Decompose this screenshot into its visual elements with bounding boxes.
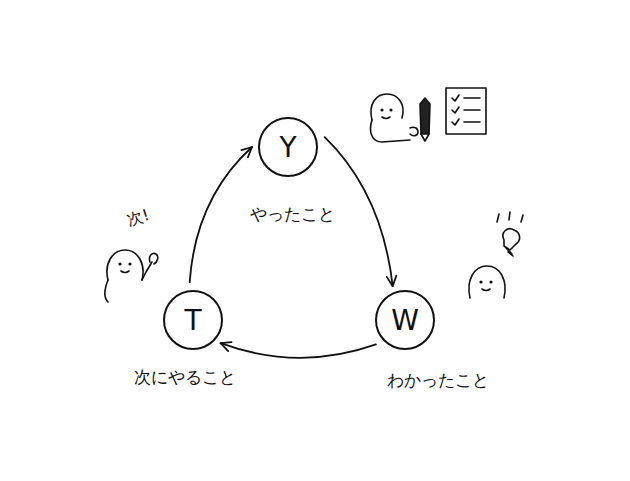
cycle-arrow [325,137,397,286]
arrow-line [190,147,252,282]
step-letter: Y [260,119,316,175]
cycle-circle: Wわかったこと [375,290,435,350]
writer-figure [370,88,486,142]
cycle-circle: Yやったこと [258,117,318,177]
idea-figure [469,212,523,298]
cycle-arrow [221,342,376,358]
arrow-line [325,137,393,286]
step-letter: W [377,292,433,348]
arrow-head [387,276,397,286]
exclaim-label: 次! [124,205,152,232]
step-caption: 次にやること [134,366,236,389]
step-caption: やったこと [250,203,335,226]
next-figure [105,250,158,302]
step-caption: わかったこと [387,369,489,392]
cycle-circle: T次にやること [163,290,223,350]
step-letter: T [165,292,221,348]
arrow-line [221,343,376,358]
cycle-arrow [190,147,252,282]
arrow-head [221,342,232,351]
arrow-head [241,147,252,157]
